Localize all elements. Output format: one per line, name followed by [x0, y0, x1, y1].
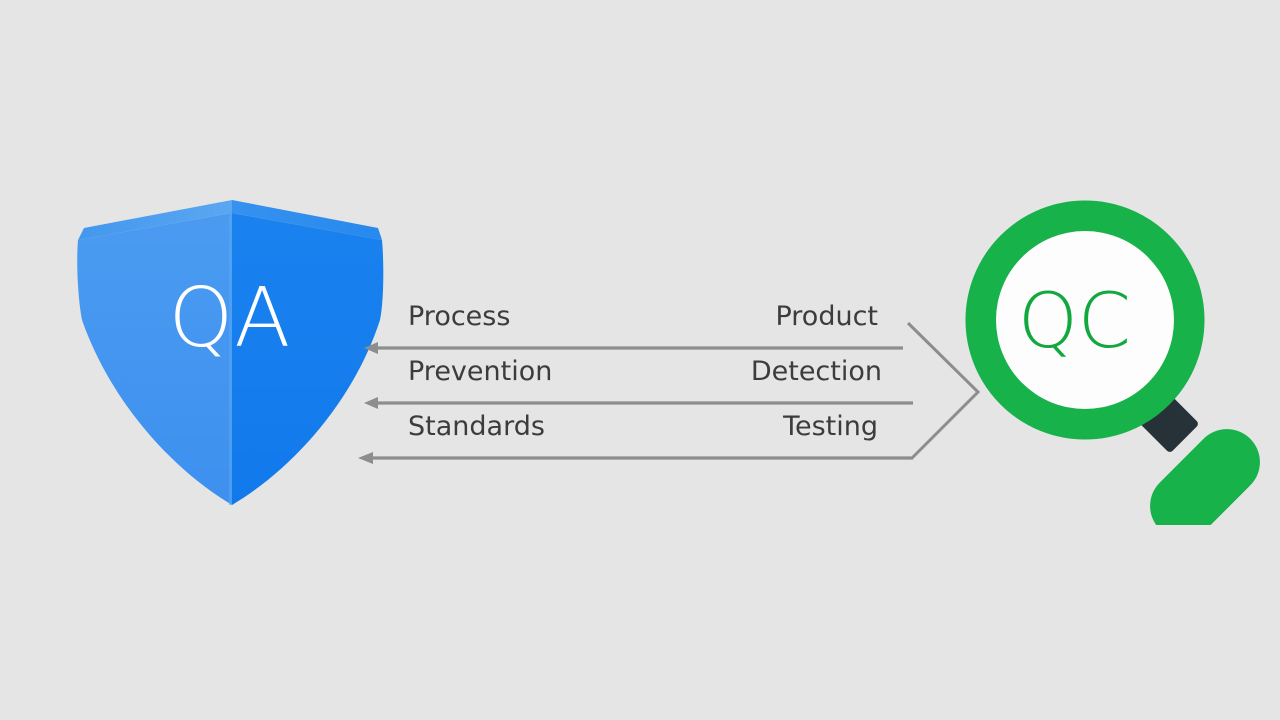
- comparison-arrow-0: [364, 342, 903, 354]
- arrow-head-left: [358, 452, 373, 464]
- shield-left-face: [77, 213, 232, 505]
- comparison-list: Process Product Prevention Detection Sta…: [340, 295, 1000, 480]
- comparison-row: Standards Testing: [340, 405, 1000, 467]
- comparison-right-label: Product: [775, 301, 878, 332]
- comparison-left-label: Standards: [408, 411, 545, 442]
- comparison-arrow-2: [358, 452, 913, 464]
- chevron-stroke: [906, 321, 981, 460]
- comparison-arrow-1: [364, 397, 913, 409]
- shield-icon: [77, 200, 384, 505]
- magnifier-lens: [996, 231, 1174, 409]
- arrow-head-left: [364, 342, 378, 354]
- comparison-left-label: Process: [408, 301, 511, 332]
- magnifier-ring: [965, 200, 1205, 440]
- chevron-right-icon: [906, 321, 981, 460]
- comparison-right-label: Detection: [750, 356, 882, 387]
- shield-right-face: [232, 213, 384, 505]
- magnifier-handle: [1150, 429, 1260, 525]
- comparison-row: Process Product: [340, 295, 1000, 357]
- shield-top-right-bevel: [232, 200, 382, 240]
- comparison-left-label: Prevention: [408, 356, 553, 387]
- arrow-head-left: [364, 397, 378, 409]
- shield-top-left-bevel: [78, 200, 232, 240]
- shield-center-seam: [229, 213, 232, 505]
- magnifying-glass-icon: [965, 200, 1260, 525]
- comparison-row: Prevention Detection: [340, 350, 1000, 412]
- comparison-right-label: Testing: [783, 411, 878, 442]
